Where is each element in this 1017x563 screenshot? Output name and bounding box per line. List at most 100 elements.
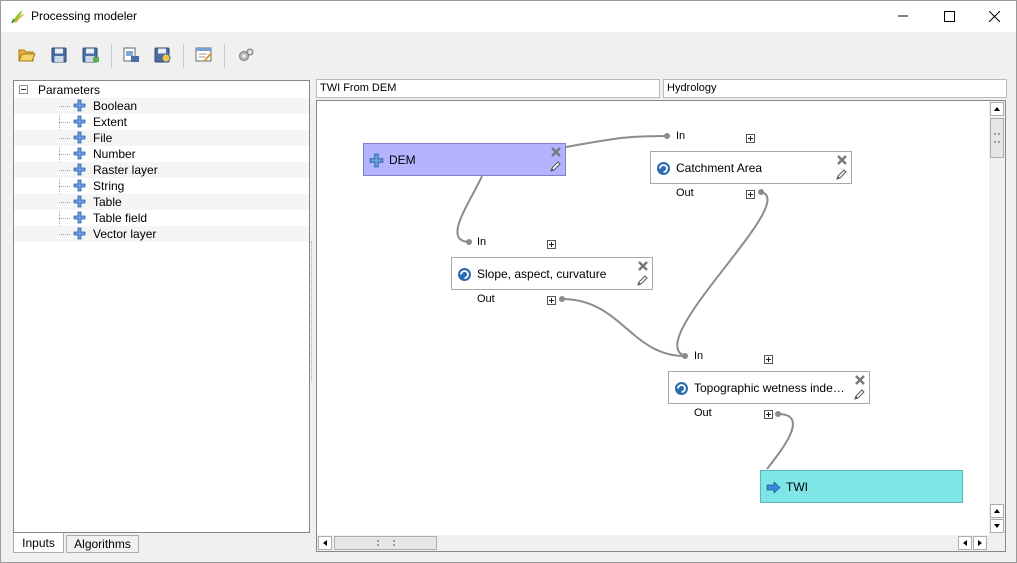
model-name-field[interactable]: TWI From DEM bbox=[316, 79, 660, 98]
add-parameter-icon bbox=[73, 147, 86, 160]
export-image-icon bbox=[123, 47, 139, 62]
expand-port-icon[interactable] bbox=[746, 134, 755, 143]
add-parameter-icon bbox=[73, 227, 86, 240]
close-icon bbox=[988, 10, 1000, 22]
edit-node-icon[interactable] bbox=[549, 160, 562, 173]
delete-node-icon[interactable] bbox=[637, 260, 649, 272]
add-parameter-icon bbox=[73, 211, 86, 224]
tree-item-table[interactable]: Table bbox=[14, 194, 309, 210]
expand-port-icon[interactable] bbox=[746, 190, 755, 199]
export-python-icon bbox=[154, 47, 171, 63]
scroll-right-icon[interactable] bbox=[973, 536, 987, 550]
delete-node-icon[interactable] bbox=[854, 374, 866, 386]
minimize-button[interactable] bbox=[880, 1, 926, 31]
tree-item-vector-layer[interactable]: Vector layer bbox=[14, 226, 309, 242]
output-arrow-icon bbox=[766, 481, 781, 494]
node-catchment-area[interactable]: Catchment Area bbox=[650, 151, 852, 184]
tree-item-table-field[interactable]: Table field bbox=[14, 210, 309, 226]
tree-item-label: Raster layer bbox=[93, 163, 158, 177]
close-button[interactable] bbox=[971, 1, 1017, 31]
tree-item-label: Boolean bbox=[93, 99, 138, 113]
splitter-handle[interactable] bbox=[311, 241, 313, 381]
model-group-field[interactable]: Hydrology bbox=[663, 79, 1007, 98]
window-title: Processing modeler bbox=[31, 9, 138, 23]
expand-port-icon[interactable] bbox=[547, 240, 556, 249]
tree-root-label: Parameters bbox=[38, 83, 101, 97]
minimize-icon bbox=[898, 15, 908, 17]
node-label: DEM bbox=[389, 153, 416, 167]
tree-item-file[interactable]: File bbox=[14, 130, 309, 146]
tree-item-number[interactable]: Number bbox=[14, 146, 309, 162]
toolbar-separator bbox=[183, 44, 184, 68]
toolbar-separator bbox=[111, 44, 112, 68]
export-python-button[interactable] bbox=[151, 43, 175, 67]
tree-item-label: Vector layer bbox=[93, 227, 157, 241]
delete-node-icon[interactable] bbox=[836, 154, 848, 166]
scroll-up-icon[interactable] bbox=[990, 504, 1004, 518]
maximize-icon bbox=[943, 10, 955, 22]
tree-item-raster-layer[interactable]: Raster layer bbox=[14, 162, 309, 178]
tree-item-label: String bbox=[93, 179, 125, 193]
add-parameter-icon bbox=[73, 163, 86, 176]
tree-item-boolean[interactable]: Boolean bbox=[14, 98, 309, 114]
expand-port-icon[interactable] bbox=[764, 410, 773, 419]
tree-root-parameters[interactable]: Parameters bbox=[14, 82, 309, 98]
add-parameter-icon bbox=[369, 153, 384, 168]
open-model-button[interactable] bbox=[15, 43, 39, 67]
maximize-button[interactable] bbox=[926, 1, 972, 31]
tab-algorithms[interactable]: Algorithms bbox=[66, 535, 139, 553]
floppy-disk-icon bbox=[51, 47, 67, 63]
folder-open-icon bbox=[18, 49, 36, 62]
scroll-down-icon[interactable] bbox=[990, 519, 1004, 533]
edit-node-icon[interactable] bbox=[835, 168, 848, 181]
toolbar bbox=[1, 39, 1016, 73]
scroll-left-icon[interactable] bbox=[958, 536, 972, 550]
save-model-button[interactable] bbox=[47, 43, 71, 67]
port-in-label: In bbox=[477, 236, 487, 248]
save-model-as-button[interactable] bbox=[79, 43, 103, 67]
node-label: Slope, aspect, curvature bbox=[477, 267, 607, 281]
collapse-icon[interactable] bbox=[19, 85, 28, 94]
port-out-label: Out bbox=[694, 407, 712, 419]
edit-node-icon[interactable] bbox=[853, 388, 866, 401]
qgis-logo-icon bbox=[11, 10, 24, 24]
delete-node-icon[interactable] bbox=[550, 146, 562, 158]
port-out-label: Out bbox=[477, 293, 495, 305]
add-parameter-icon bbox=[73, 195, 86, 208]
tree-item-string[interactable]: String bbox=[14, 178, 309, 194]
run-model-button[interactable] bbox=[234, 43, 258, 67]
add-parameter-icon bbox=[73, 115, 86, 128]
tree-item-label: Extent bbox=[93, 115, 128, 129]
node-label: TWI bbox=[786, 480, 808, 494]
node-twi-output[interactable]: TWI bbox=[760, 470, 963, 503]
tree-item-label: Table field bbox=[93, 211, 148, 225]
add-parameter-icon bbox=[73, 131, 86, 144]
edit-node-icon[interactable] bbox=[636, 274, 649, 287]
tree-item-label: Number bbox=[93, 147, 136, 161]
tab-inputs[interactable]: Inputs bbox=[13, 533, 64, 553]
export-image-button[interactable] bbox=[119, 43, 143, 67]
tree-item-extent[interactable]: Extent bbox=[14, 114, 309, 130]
port-in-label: In bbox=[676, 130, 686, 142]
vertical-scroll-thumb[interactable] bbox=[990, 118, 1004, 158]
expand-port-icon[interactable] bbox=[547, 296, 556, 305]
scroll-up-icon[interactable] bbox=[990, 102, 1004, 116]
tree-item-label: Table bbox=[93, 195, 122, 209]
node-dem-input[interactable]: DEM bbox=[363, 143, 566, 176]
scroll-left-icon[interactable] bbox=[318, 536, 332, 550]
saga-algorithm-icon bbox=[675, 382, 688, 395]
gears-icon bbox=[239, 48, 254, 61]
toolbar-separator bbox=[224, 44, 225, 68]
horizontal-scroll-thumb[interactable] bbox=[334, 536, 437, 550]
port-in-label: In bbox=[694, 350, 704, 362]
title-bar: Processing modeler bbox=[1, 1, 1016, 32]
node-label: Catchment Area bbox=[676, 161, 763, 175]
tree-item-label: File bbox=[93, 131, 113, 145]
edit-help-button[interactable] bbox=[192, 43, 216, 67]
node-topographic-wetness-index[interactable]: Topographic wetness inde… bbox=[668, 371, 870, 404]
horizontal-scrollbar[interactable] bbox=[317, 535, 989, 551]
node-slope-aspect-curvature[interactable]: Slope, aspect, curvature bbox=[451, 257, 653, 290]
inputs-tree: Parameters Boolean Extent File Number Ra… bbox=[13, 80, 310, 533]
expand-port-icon[interactable] bbox=[764, 355, 773, 364]
vertical-scrollbar[interactable] bbox=[989, 101, 1005, 535]
